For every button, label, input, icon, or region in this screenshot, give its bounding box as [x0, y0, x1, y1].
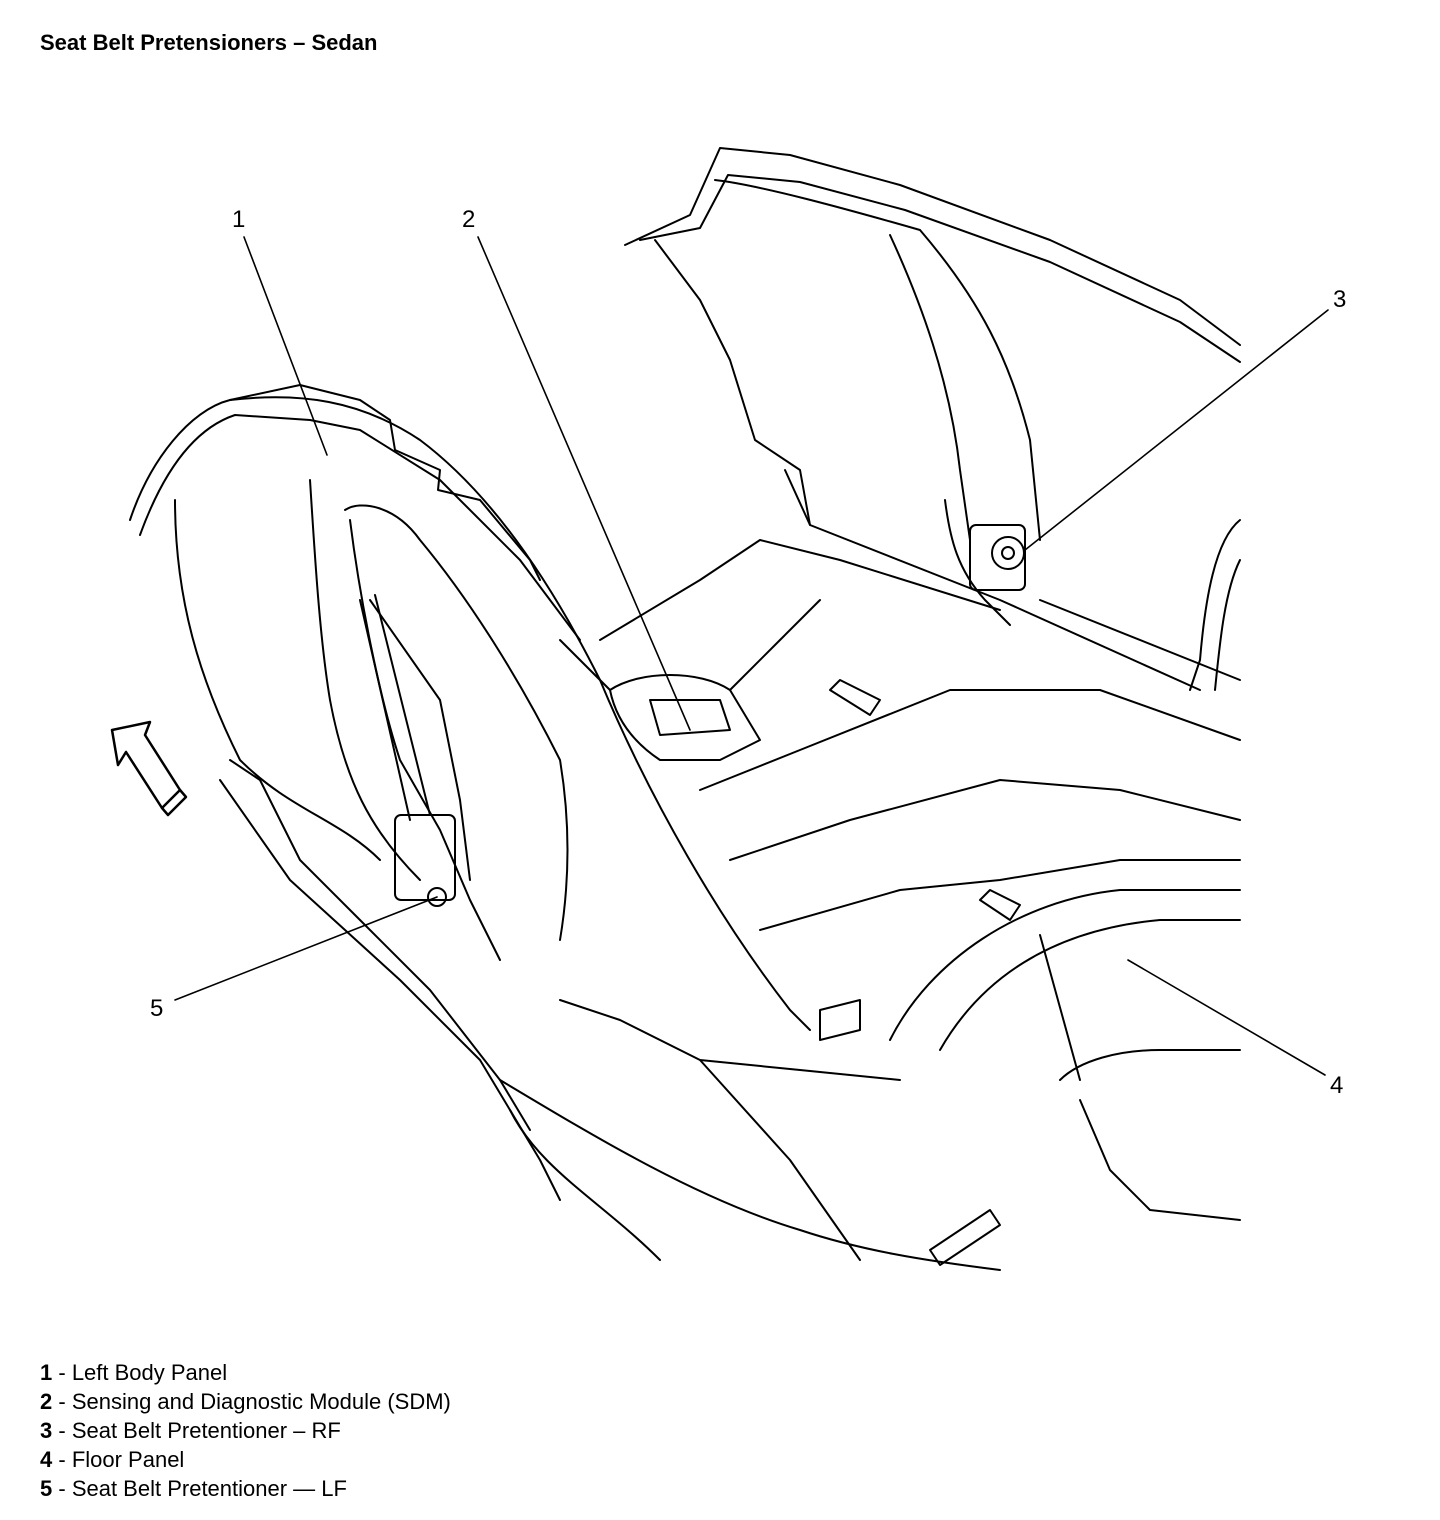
legend-item: 2 - Sensing and Diagnostic Module (SDM) [40, 1389, 451, 1414]
floor-panel [599, 539, 1241, 1266]
vehicle-body-illustration: 1 2 3 4 5 [110, 147, 1346, 1271]
callout-number-2: 2 [462, 206, 475, 233]
legend-item: 1 - Left Body Panel [40, 1360, 228, 1385]
callout-leaders [174, 236, 1329, 1076]
legend-label: Left Body Panel [71, 1360, 228, 1385]
right-body-panel [624, 147, 1241, 691]
legend-label: Seat Belt Pretentioner — LF [71, 1476, 347, 1501]
legend-label: Seat Belt Pretentioner – RF [71, 1418, 341, 1443]
legend-number: 2 [40, 1389, 53, 1414]
legend-number: 1 [40, 1360, 53, 1385]
left-body-panel [129, 384, 811, 1201]
lower-body-contour [499, 999, 1001, 1271]
legend-number: 5 [40, 1476, 53, 1501]
sdm-module [559, 599, 821, 761]
callout-number-4: 4 [1330, 1072, 1343, 1099]
legend-item: 4 - Floor Panel [40, 1447, 185, 1472]
legend-number: 3 [40, 1418, 53, 1443]
lf-pretensioner [359, 594, 456, 907]
callout-number-1: 1 [232, 206, 245, 233]
legend-item: 3 - Seat Belt Pretentioner – RF [40, 1418, 341, 1443]
callout-number-3: 3 [1333, 286, 1346, 313]
legend-number: 4 [40, 1447, 53, 1472]
forward-arrow-icon [110, 720, 188, 817]
legend-label: Floor Panel [71, 1447, 185, 1472]
legend-item: 5 - Seat Belt Pretentioner — LF [40, 1476, 347, 1501]
legend-label: Sensing and Diagnostic Module (SDM) [71, 1389, 451, 1414]
diagram-title: Seat Belt Pretensioners – Sedan [40, 30, 378, 55]
rf-pretensioner [944, 499, 1026, 626]
callout-number-5: 5 [150, 995, 163, 1022]
callout-legend: 1 - Left Body Panel 2 - Sensing and Diag… [40, 1358, 451, 1503]
